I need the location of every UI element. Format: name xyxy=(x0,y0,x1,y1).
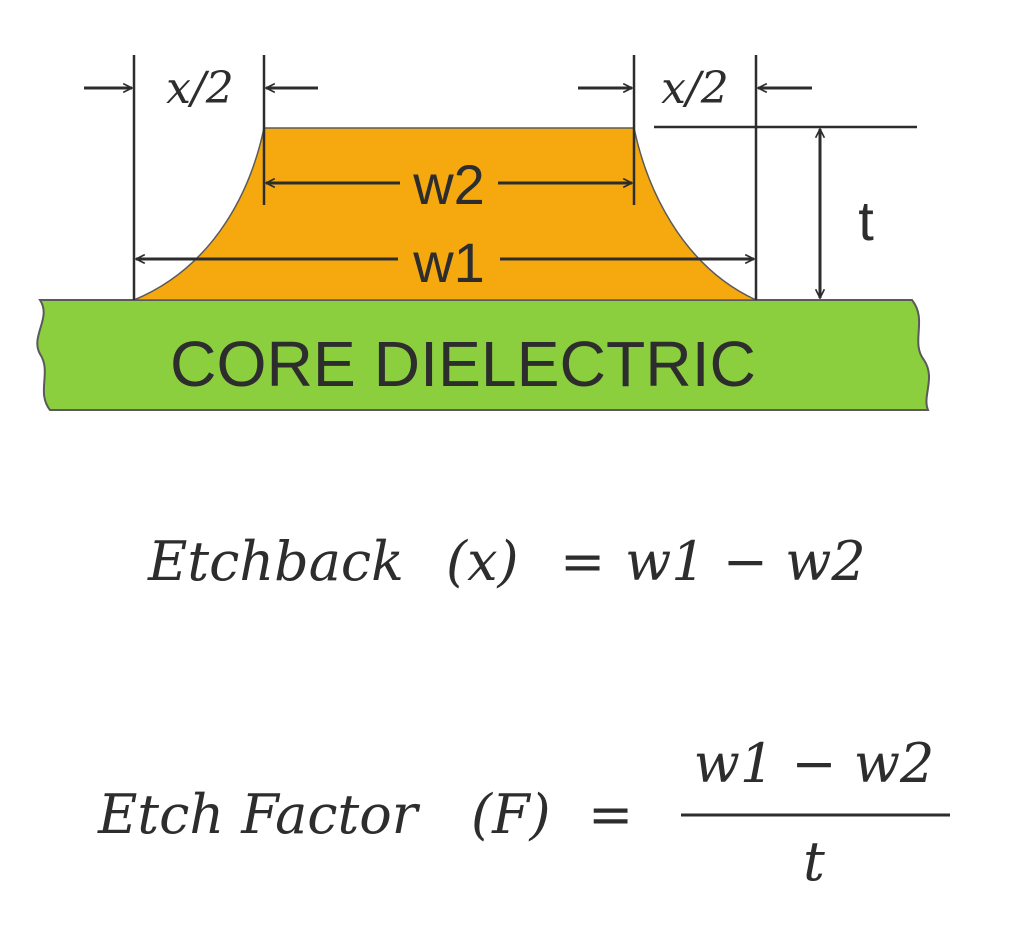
extension-lines xyxy=(132,55,917,300)
etchback-rhs: w1 − w2 xyxy=(625,530,866,593)
half-etch-left-label: x/2 xyxy=(166,63,234,114)
etch-factor-denominator: t xyxy=(803,830,825,893)
etch-factor-equation: Etch Factor (F) = w1 − w2 t xyxy=(97,732,950,893)
w2-label: w2 xyxy=(412,153,485,216)
half-etch-right-label: x/2 xyxy=(661,63,729,114)
etch-factor-numerator: w1 − w2 xyxy=(694,732,935,795)
thickness-label: t xyxy=(858,189,874,252)
etch-factor-equals: = xyxy=(588,783,633,846)
etchback-variable: (x) xyxy=(446,530,519,593)
etch-factor-term: Etch Factor xyxy=(97,783,421,846)
core-dielectric-label: CORE DIELECTRIC xyxy=(170,328,756,400)
etchback-term: Etchback xyxy=(147,530,404,593)
w1-label: w1 xyxy=(412,231,485,294)
etchback-equals: = xyxy=(560,530,605,593)
etchback-equation: Etchback (x) = w1 − w2 xyxy=(147,530,866,593)
core-dielectric-layer xyxy=(36,299,930,411)
etch-factor-variable: (F) xyxy=(471,783,551,846)
